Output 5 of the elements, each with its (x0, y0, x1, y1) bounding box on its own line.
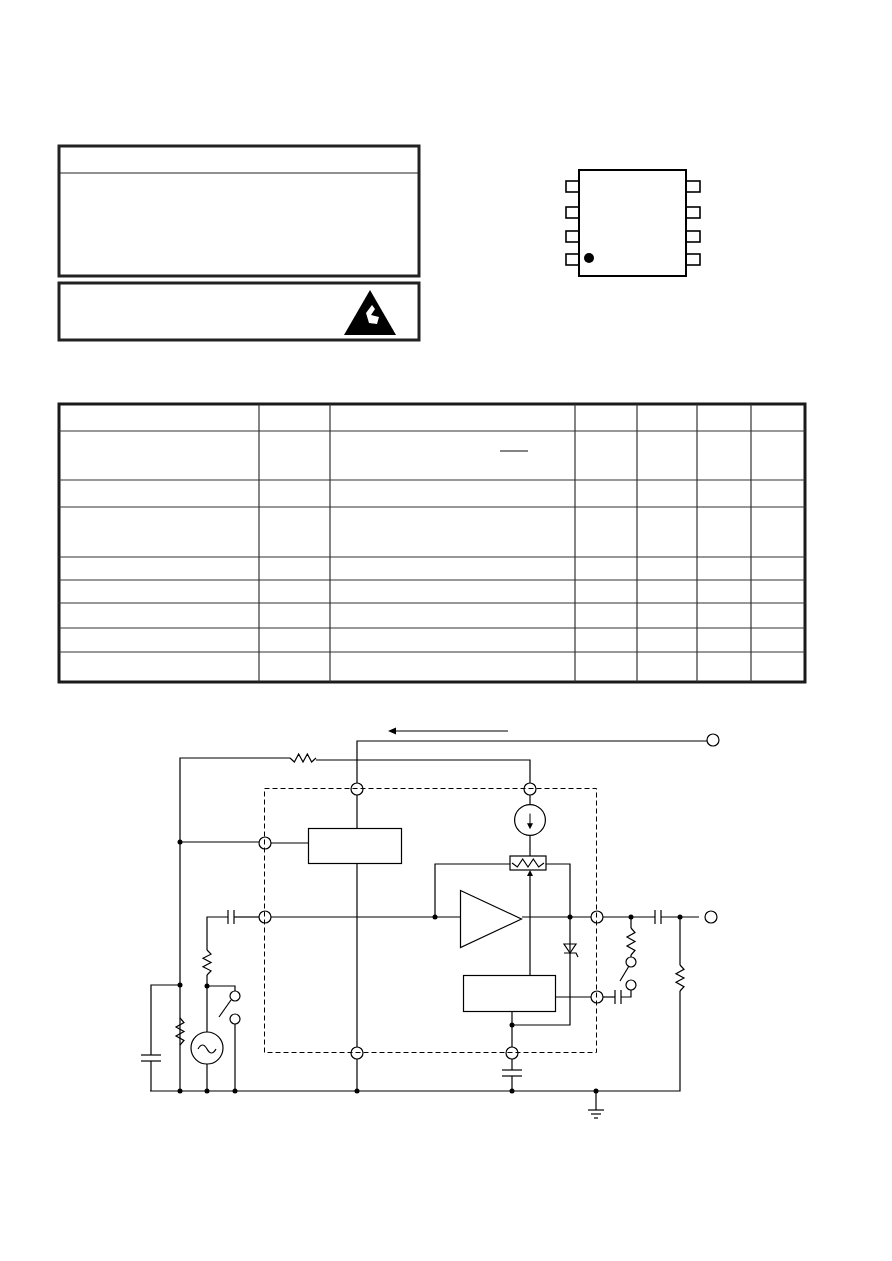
current-source-symbol (514, 804, 546, 836)
amplifier-triangle (460, 890, 522, 948)
block-box (308, 828, 402, 864)
block-box (463, 975, 556, 1012)
chip-outline (264, 788, 597, 1053)
